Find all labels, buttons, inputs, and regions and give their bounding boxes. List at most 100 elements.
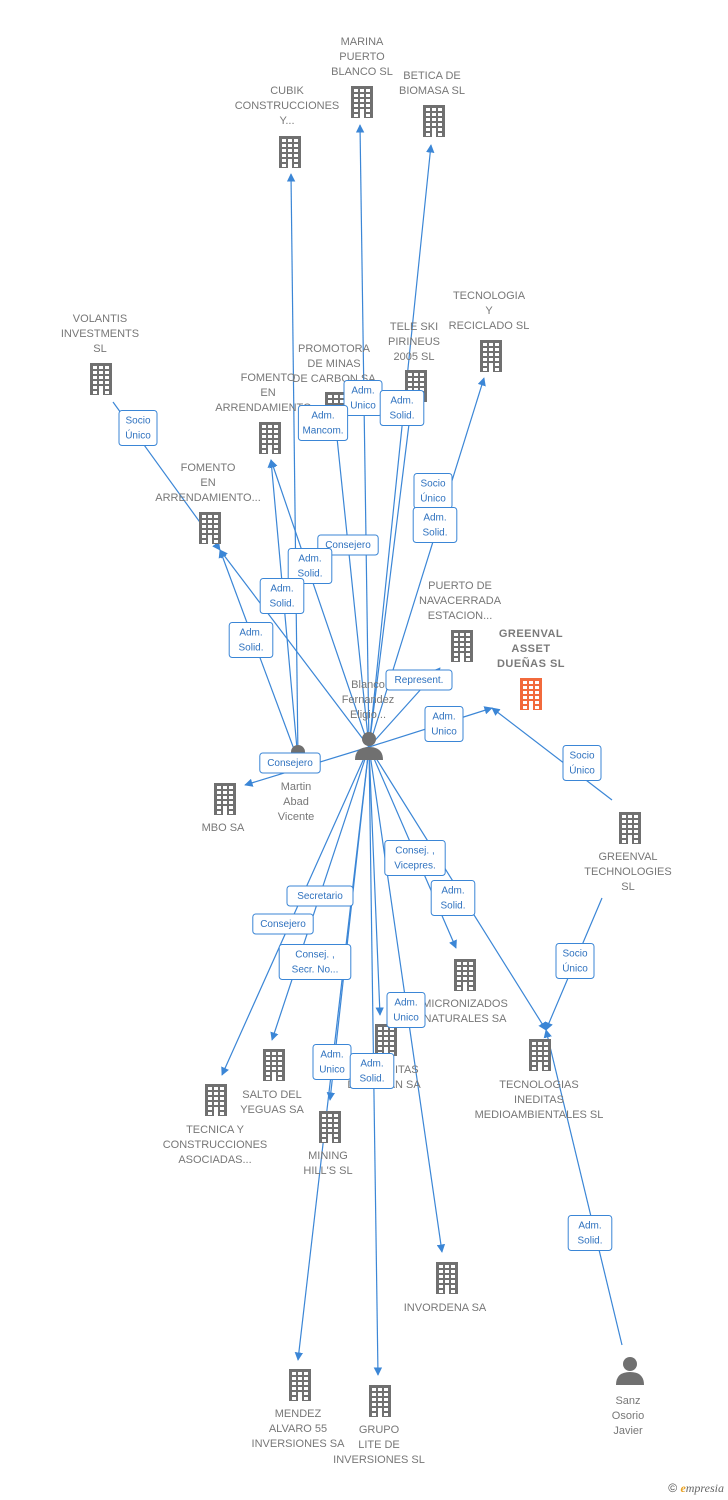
edge-label-text: Adm. bbox=[423, 513, 446, 524]
edge-label-blanco-to-mining[interactable]: Consej. ,Secr. No... bbox=[278, 944, 352, 980]
greenval_tech-building-icon[interactable] bbox=[619, 812, 641, 844]
node-mbo[interactable]: MBO SA bbox=[202, 783, 245, 834]
edge-label-text: Solid. bbox=[297, 569, 322, 580]
mendez-building-icon[interactable] bbox=[289, 1369, 311, 1401]
edge-label-blanco-to-puerto_nav[interactable]: Represent. bbox=[385, 669, 453, 691]
edge-label-blanco-to-greenval_asset[interactable]: Adm.Unico bbox=[424, 706, 464, 742]
node-fomento2[interactable]: FOMENTOENARRENDAMIENTO... bbox=[155, 462, 261, 544]
edge-label-text: Solid. bbox=[389, 411, 414, 422]
marina-building-icon[interactable] bbox=[351, 86, 373, 118]
edge-label-text: Solid. bbox=[269, 599, 294, 610]
edge-label-sanz-to-tecnologias_ined[interactable]: Adm.Solid. bbox=[567, 1215, 613, 1251]
tecnica-building-icon[interactable] bbox=[205, 1084, 227, 1116]
brand-logo[interactable]: empresia bbox=[680, 1481, 724, 1495]
edge-label-text: Adm. bbox=[390, 396, 413, 407]
node-fomento1[interactable]: FOMENTOENARRENDAMIENTO... bbox=[215, 372, 321, 454]
volantis-building-icon[interactable] bbox=[90, 363, 112, 395]
node-label-tecnologias_ined: TECNOLOGIAS bbox=[499, 1079, 578, 1091]
node-label-fomento2: EN bbox=[200, 477, 215, 489]
edge-label-blanco-to-mendez[interactable]: Adm. Unico bbox=[312, 1044, 352, 1080]
node-label-tecnica: CONSTRUCCIONES bbox=[163, 1139, 268, 1151]
edge-label-blanco-to-tecnica[interactable]: Consejero bbox=[252, 913, 314, 935]
edge-label-blanco-to-grupo_lite[interactable]: Adm.Solid. bbox=[349, 1053, 395, 1089]
invordena-building-icon[interactable] bbox=[436, 1262, 458, 1294]
edge-label-blanco-to-teleski[interactable]: Adm. Solid. bbox=[412, 507, 458, 543]
edge-label-blanco-to-promotora[interactable]: Consejero bbox=[317, 534, 379, 556]
edge-label-blanco-to-mbo[interactable]: Consejero bbox=[259, 752, 321, 774]
cubik-building-icon[interactable] bbox=[279, 136, 301, 168]
grupo_lite-building-icon[interactable] bbox=[369, 1385, 391, 1417]
node-label-cubik: CONSTRUCCIONES bbox=[235, 100, 340, 112]
node-tecnica[interactable]: TECNICA YCONSTRUCCIONESASOCIADAS... bbox=[163, 1084, 268, 1166]
betica-building-icon[interactable] bbox=[423, 105, 445, 137]
edge-label-blanco-to-fomento1[interactable]: Adm.Mancom. bbox=[297, 405, 349, 441]
edge-label-martin-to-fomento1[interactable]: Adm. Solid. bbox=[287, 548, 333, 584]
node-invordena[interactable]: INVORDENA SA bbox=[404, 1262, 487, 1314]
node-puerto_nav[interactable]: PUERTO DENAVACERRADAESTACION... bbox=[419, 580, 502, 662]
puerto_nav-building-icon[interactable] bbox=[451, 630, 473, 662]
edge-label-text: Socio bbox=[569, 751, 594, 762]
edge-blanco-to-marina bbox=[355, 124, 370, 748]
node-blanco[interactable]: BlancoFernandezEligio... bbox=[342, 679, 395, 760]
edge-label-blanco-to-micronizados[interactable]: Adm.Solid. bbox=[430, 880, 476, 916]
mbo-building-icon[interactable] bbox=[214, 783, 236, 815]
edge-label-text: Unico bbox=[319, 1065, 345, 1076]
node-label-blanco: Eligio... bbox=[350, 709, 386, 721]
edge-label-text: Socio bbox=[125, 416, 150, 427]
edge-label-text: Solid. bbox=[440, 901, 465, 912]
fomento2-building-icon[interactable] bbox=[199, 512, 221, 544]
mining-building-icon[interactable] bbox=[319, 1111, 341, 1143]
edge-label-text: Solid. bbox=[422, 528, 447, 539]
node-label-invordena: INVORDENA SA bbox=[404, 1302, 487, 1314]
bentonitas-building-icon[interactable] bbox=[375, 1024, 397, 1056]
edge-label-blanco-to-bentonitas[interactable]: Adm.Unico bbox=[386, 992, 426, 1028]
tecnologias_ined-building-icon[interactable] bbox=[529, 1039, 551, 1071]
edge-label-text: Adm. bbox=[320, 1050, 343, 1061]
node-label-greenval_asset: DUEÑAS SL bbox=[497, 657, 565, 670]
node-label-promotora: PROMOTORA bbox=[298, 343, 371, 355]
blanco-person-icon[interactable] bbox=[355, 732, 383, 760]
edge-blanco-to-fomento1 bbox=[269, 459, 370, 748]
edge-label-text: Solid. bbox=[238, 643, 263, 654]
edge-label-blanco-to-tecnologias_ined[interactable]: Consej. ,Vicepres. bbox=[384, 840, 446, 876]
edge-label-text: Adm. bbox=[270, 584, 293, 595]
node-cubik[interactable]: CUBIKCONSTRUCCIONESY... bbox=[235, 85, 340, 168]
node-label-martin: Abad bbox=[283, 796, 309, 808]
fomento1-building-icon[interactable] bbox=[259, 422, 281, 454]
salto-building-icon[interactable] bbox=[263, 1049, 285, 1081]
edge-label-blanco-to-salto[interactable]: Secretario bbox=[286, 885, 354, 907]
edge-label-blanco-to-marina[interactable]: Adm.Unico bbox=[343, 380, 383, 416]
edge-label-martin-to-fomento2[interactable]: Adm.Solid. bbox=[228, 622, 274, 658]
node-label-cubik: Y... bbox=[279, 115, 294, 127]
node-label-mining: HILL'S SL bbox=[303, 1165, 352, 1177]
edge-label-blanco-to-fomento2[interactable]: Adm. Solid. bbox=[259, 578, 305, 614]
edge-label-text: Socio bbox=[562, 949, 587, 960]
greenval_asset-building-icon[interactable] bbox=[520, 678, 542, 710]
tecnologia_rec-building-icon[interactable] bbox=[480, 340, 502, 372]
node-label-betica: BETICA DE bbox=[403, 70, 460, 82]
edge-label-blanco-to-betica[interactable]: Adm. Solid. bbox=[379, 390, 425, 426]
edge-label-text: Solid. bbox=[359, 1074, 384, 1085]
sanz-person-icon[interactable] bbox=[616, 1357, 644, 1385]
node-label-puerto_nav: ESTACION... bbox=[428, 610, 493, 622]
micronizados-building-icon[interactable] bbox=[454, 959, 476, 991]
edge-label-text: Adm. bbox=[298, 554, 321, 565]
